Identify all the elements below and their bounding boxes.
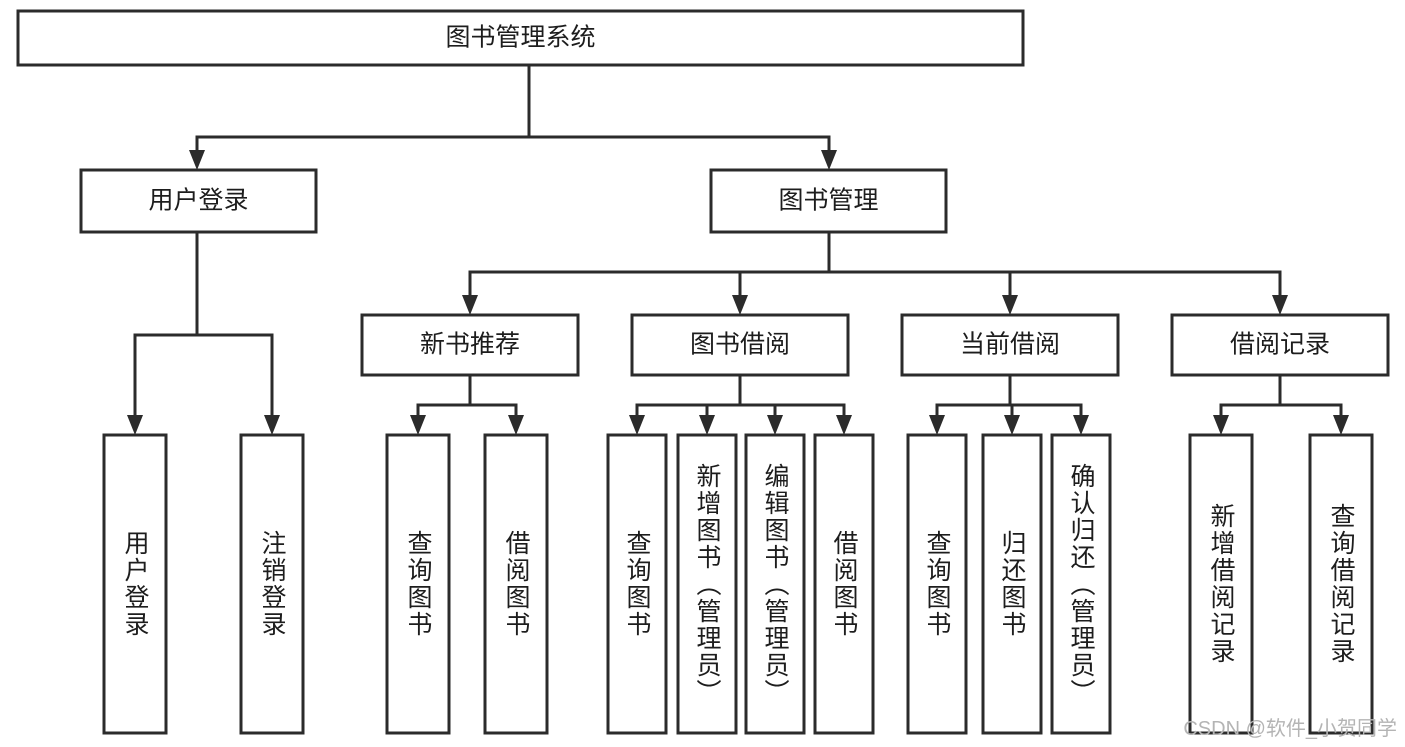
watermark-text: CSDN @软件_小贺同学 (1183, 718, 1397, 740)
group-leaf-arrow-icon (629, 415, 645, 435)
group-leaf-arrow-icon (1004, 415, 1020, 435)
group-leaf-arrow-icon (767, 415, 783, 435)
node-box-root (16, 9, 1025, 67)
manage-branch-arrow-icon (1272, 295, 1288, 315)
root-branch-arrow-icon (821, 150, 837, 170)
group-leaf-arrow-icon (836, 415, 852, 435)
connector-layer (127, 63, 1349, 435)
node-label-level2-1: 图书管理 (778, 187, 878, 215)
node-label-level3-0: 新书推荐 (420, 331, 520, 359)
group-leaf-arrow-icon (1073, 415, 1089, 435)
node-box-leaf-4 (606, 433, 668, 735)
node-box-leaf-1 (239, 433, 305, 735)
node-box-leaf-7 (813, 433, 875, 735)
node-box-level2-0 (79, 168, 318, 234)
node-box-level3-0 (360, 313, 580, 377)
node-box-level3-2 (900, 313, 1120, 377)
group-leaf-arrow-icon (508, 415, 524, 435)
node-box-leaf-10 (1050, 433, 1112, 735)
node-box-level2-1 (709, 168, 948, 234)
root-branch-arrow-icon (189, 150, 205, 170)
group-leaf-arrow-icon (410, 415, 426, 435)
node-box-level3-3 (1170, 313, 1390, 377)
login-leaf-arrow-icon (264, 415, 280, 435)
group-leaf-arrow-icon (929, 415, 945, 435)
node-label-level3-3: 借阅记录 (1230, 331, 1330, 359)
node-label-root: 图书管理系统 (445, 24, 595, 52)
node-box-leaf-2 (385, 433, 451, 735)
node-box-leaf-11 (1188, 433, 1254, 735)
node-label-level3-2: 当前借阅 (960, 331, 1060, 359)
node-box-leaf-9 (981, 433, 1043, 735)
group-leaf-arrow-icon (699, 415, 715, 435)
node-box-leaf-8 (906, 433, 968, 735)
node-box-leaf-6 (744, 433, 806, 735)
group-leaf-arrow-icon (1333, 415, 1349, 435)
manage-branch-arrow-icon (462, 295, 478, 315)
node-box-level3-1 (630, 313, 850, 377)
node-label-level2-0: 用户登录 (148, 187, 248, 215)
node-box-leaf-0 (102, 433, 168, 735)
node-box-leaf-3 (483, 433, 549, 735)
node-label-level3-1: 图书借阅 (690, 331, 790, 359)
manage-branch-arrow-icon (732, 295, 748, 315)
manage-branch-arrow-icon (1002, 295, 1018, 315)
group-leaf-arrow-icon (1213, 415, 1229, 435)
node-box-leaf-5 (676, 433, 738, 735)
node-box-leaf-12 (1308, 433, 1374, 735)
node-box-layer (16, 9, 1390, 735)
login-leaf-arrow-icon (127, 415, 143, 435)
